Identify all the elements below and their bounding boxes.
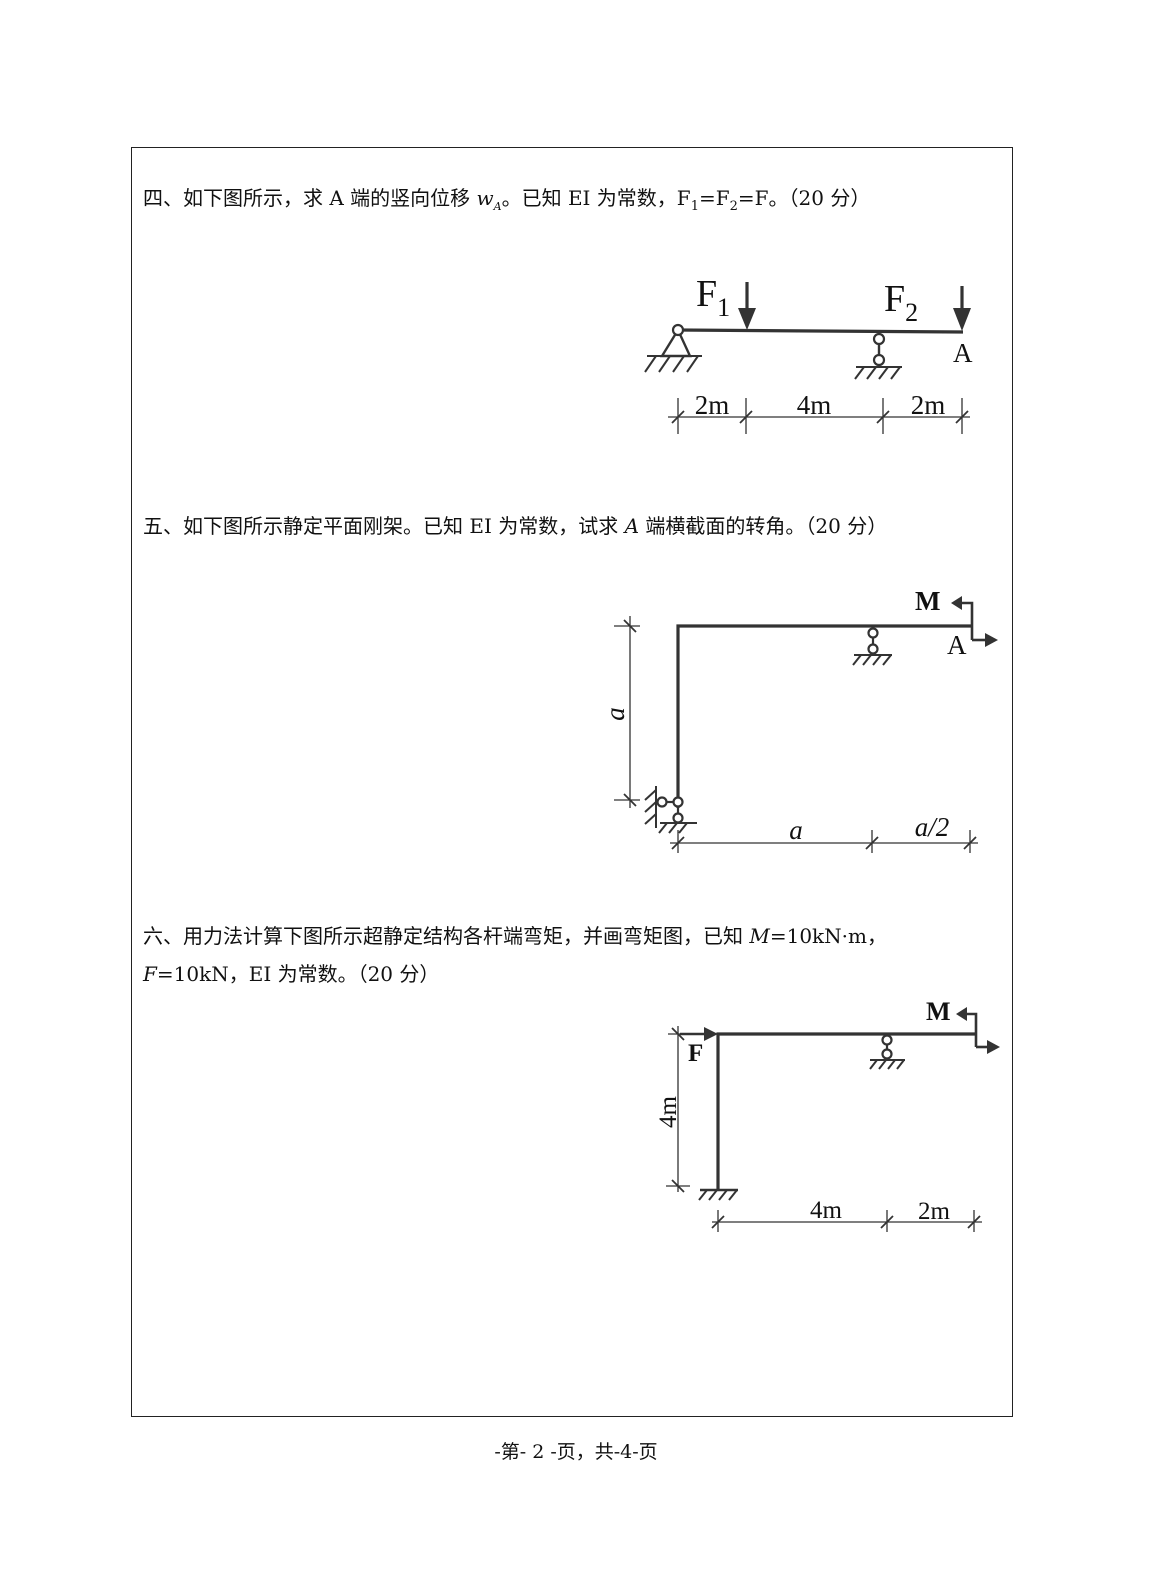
dimension-line — [670, 830, 978, 853]
question-6-text-line1: 六、用力法计算下图所示超静定结构各杆端弯矩，并画弯矩图，已知 M=10kN·m， — [143, 924, 887, 948]
load-f1-label: F1 — [696, 273, 730, 322]
dimension-line — [711, 1210, 982, 1232]
moment-arrow-icon — [956, 1007, 978, 1034]
load-f1-arrow-icon — [738, 282, 756, 330]
dimension-line — [614, 616, 640, 808]
frame-member — [716, 1032, 976, 1190]
dimension-line — [668, 398, 970, 434]
load-f2-label: F2 — [884, 278, 918, 327]
moment-arrow-icon — [951, 596, 974, 626]
axial-arrow-icon — [970, 626, 998, 647]
moment-label: M — [926, 997, 951, 1026]
question-6-text-line2: F=10kN，EI 为常数。（20 分） — [143, 962, 440, 986]
page-frame — [131, 147, 1013, 1417]
dimension-line — [666, 1026, 690, 1193]
axial-arrow-icon — [974, 1034, 1000, 1054]
end-a-label: A — [947, 630, 967, 660]
frame-member — [676, 624, 972, 808]
link-support-icon — [644, 786, 697, 834]
dim-label: 2m — [918, 1198, 951, 1225]
roller-support-icon — [869, 1034, 905, 1070]
question-5-text: 五、如下图所示静定平面刚架。已知 EI 为常数，试求 A 端横截面的转角。（20… — [143, 514, 888, 538]
dim-label: 4m — [797, 390, 832, 420]
fixed-support-icon — [698, 1188, 738, 1201]
figure-6-frame: F M 4m 4m — [655, 997, 1000, 1232]
roller-support-icon — [852, 627, 892, 666]
figure-5-frame: M A a a a/2 — [600, 586, 998, 853]
dim-height-label: a — [600, 707, 630, 721]
load-f2-arrow-icon — [953, 286, 971, 331]
force-label: F — [688, 1040, 703, 1067]
dim-label: 2m — [695, 390, 730, 420]
figure-4-beam: F1 F2 A 2m 4m 2m — [644, 273, 973, 434]
dim-height-label: 4m — [655, 1095, 682, 1128]
dim-label: a — [789, 815, 803, 845]
page-footer: -第- 2 -页，共-4-页 — [494, 1441, 658, 1463]
end-a-label: A — [953, 338, 973, 368]
dim-label: a/2 — [915, 812, 950, 842]
beam-member — [677, 328, 964, 334]
dim-label: 2m — [911, 390, 946, 420]
moment-label: M — [915, 586, 940, 616]
question-4-text: 四、如下图所示，求 A 端的竖向位移 wA。已知 EI 为常数，F1=F2=F。… — [143, 186, 871, 214]
dim-label: 4m — [810, 1197, 843, 1224]
pin-support-icon — [644, 323, 702, 373]
roller-support-icon — [854, 332, 902, 380]
